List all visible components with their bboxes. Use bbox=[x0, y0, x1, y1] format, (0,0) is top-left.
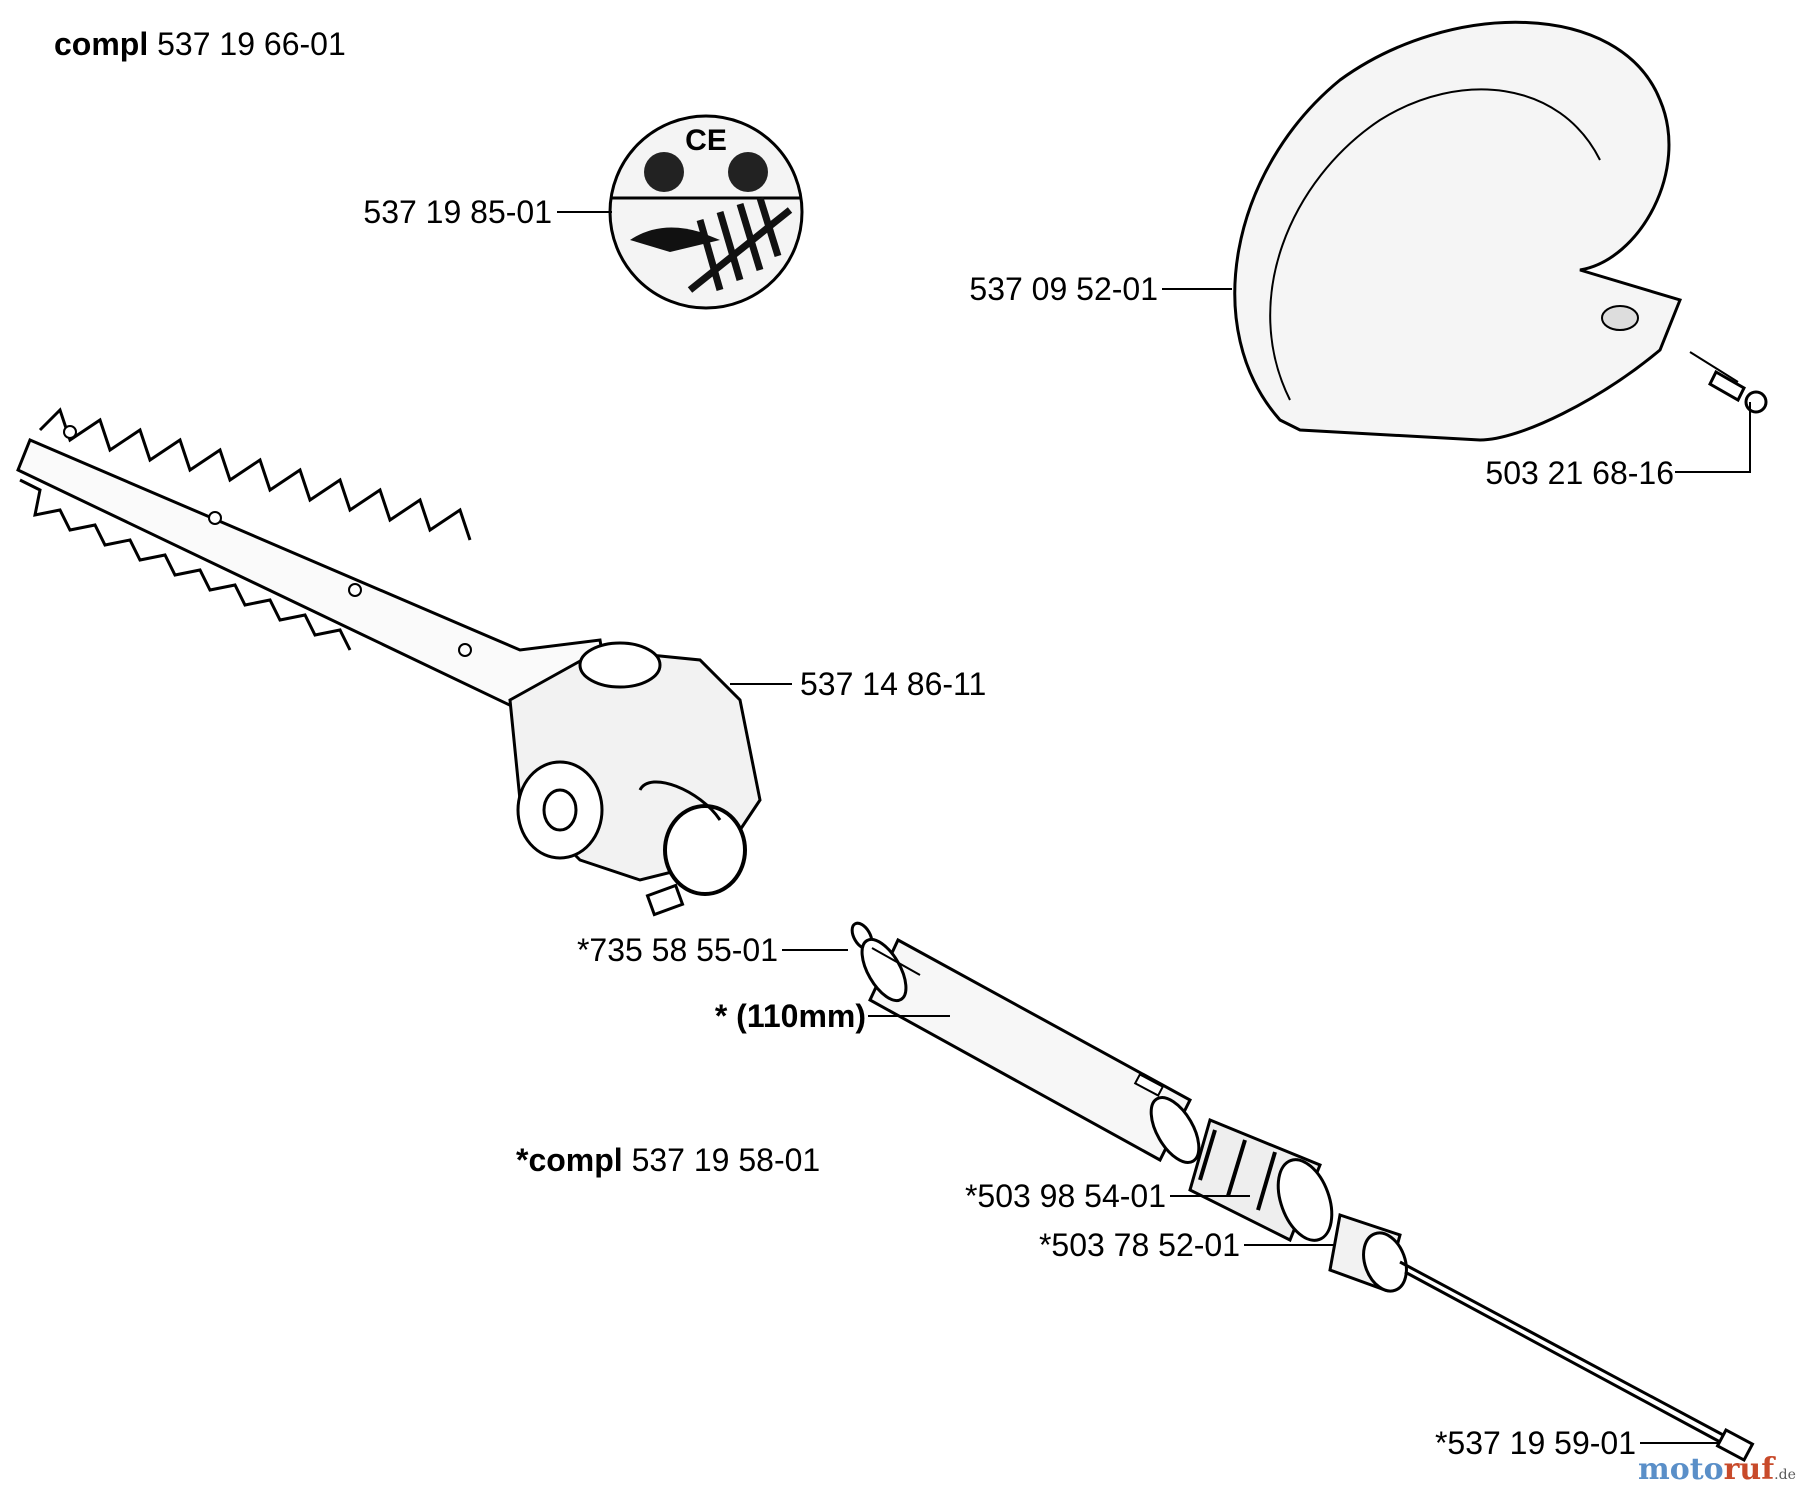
subassembly-compl-number: 537 19 58-01 bbox=[631, 1142, 821, 1178]
blade-icon bbox=[687, 196, 793, 293]
assembly-title: compl 537 19 66-01 bbox=[54, 28, 346, 60]
part-label-washer[interactable]: *735 58 55-01 bbox=[576, 932, 778, 968]
part-label-gear-housing[interactable]: 537 14 86-11 bbox=[800, 666, 987, 702]
gloves-icon bbox=[644, 152, 684, 192]
screw-icon bbox=[1708, 369, 1746, 403]
blade-bar-illustration bbox=[16, 407, 612, 712]
part-label-warning-decal[interactable]: 537 19 85-01 bbox=[363, 194, 552, 230]
part-label-bearing-sleeve[interactable]: *503 98 54-01 bbox=[964, 1178, 1166, 1214]
part-label-guard-screw[interactable]: 503 21 68-16 bbox=[1485, 455, 1674, 491]
drive-shaft-illustration bbox=[1399, 1260, 1755, 1463]
shaft-tube-illustration bbox=[860, 937, 1201, 1164]
warning-decal-illustration: CE bbox=[608, 114, 804, 310]
assembly-compl-prefix: compl bbox=[54, 26, 149, 62]
assembly-compl-number: 537 19 66-01 bbox=[157, 26, 346, 62]
part-label-shaft-tube[interactable]: * (110mm) bbox=[640, 1000, 866, 1032]
gear-housing-illustration bbox=[508, 641, 762, 917]
ce-mark: CE bbox=[685, 124, 727, 157]
subassembly-compl-prefix: *compl bbox=[516, 1142, 623, 1178]
part-label-shaft-coupling[interactable]: *503 78 52-01 bbox=[1038, 1227, 1240, 1263]
watermark-brand-a: moto bbox=[1638, 1452, 1724, 1487]
guard-illustration bbox=[1233, 20, 1768, 442]
leader-lines bbox=[557, 211, 1751, 1444]
watermark-logo: motoruf.de bbox=[1638, 1452, 1796, 1487]
watermark-tld: .de bbox=[1774, 1467, 1796, 1483]
hand-icon bbox=[630, 227, 720, 252]
bearing-sleeve-illustration bbox=[1188, 1117, 1334, 1243]
watermark-brand-b: ruf bbox=[1723, 1452, 1775, 1487]
shaft-coupling-illustration bbox=[1328, 1213, 1408, 1293]
boots-icon bbox=[728, 152, 768, 192]
part-label-drive-shaft[interactable]: *537 19 59-01 bbox=[1434, 1425, 1636, 1461]
shaft-tube-label-text: * (110mm) bbox=[714, 998, 866, 1034]
part-label-guard[interactable]: 537 09 52-01 bbox=[969, 271, 1158, 307]
subassembly-title: *compl 537 19 58-01 bbox=[516, 1144, 820, 1176]
